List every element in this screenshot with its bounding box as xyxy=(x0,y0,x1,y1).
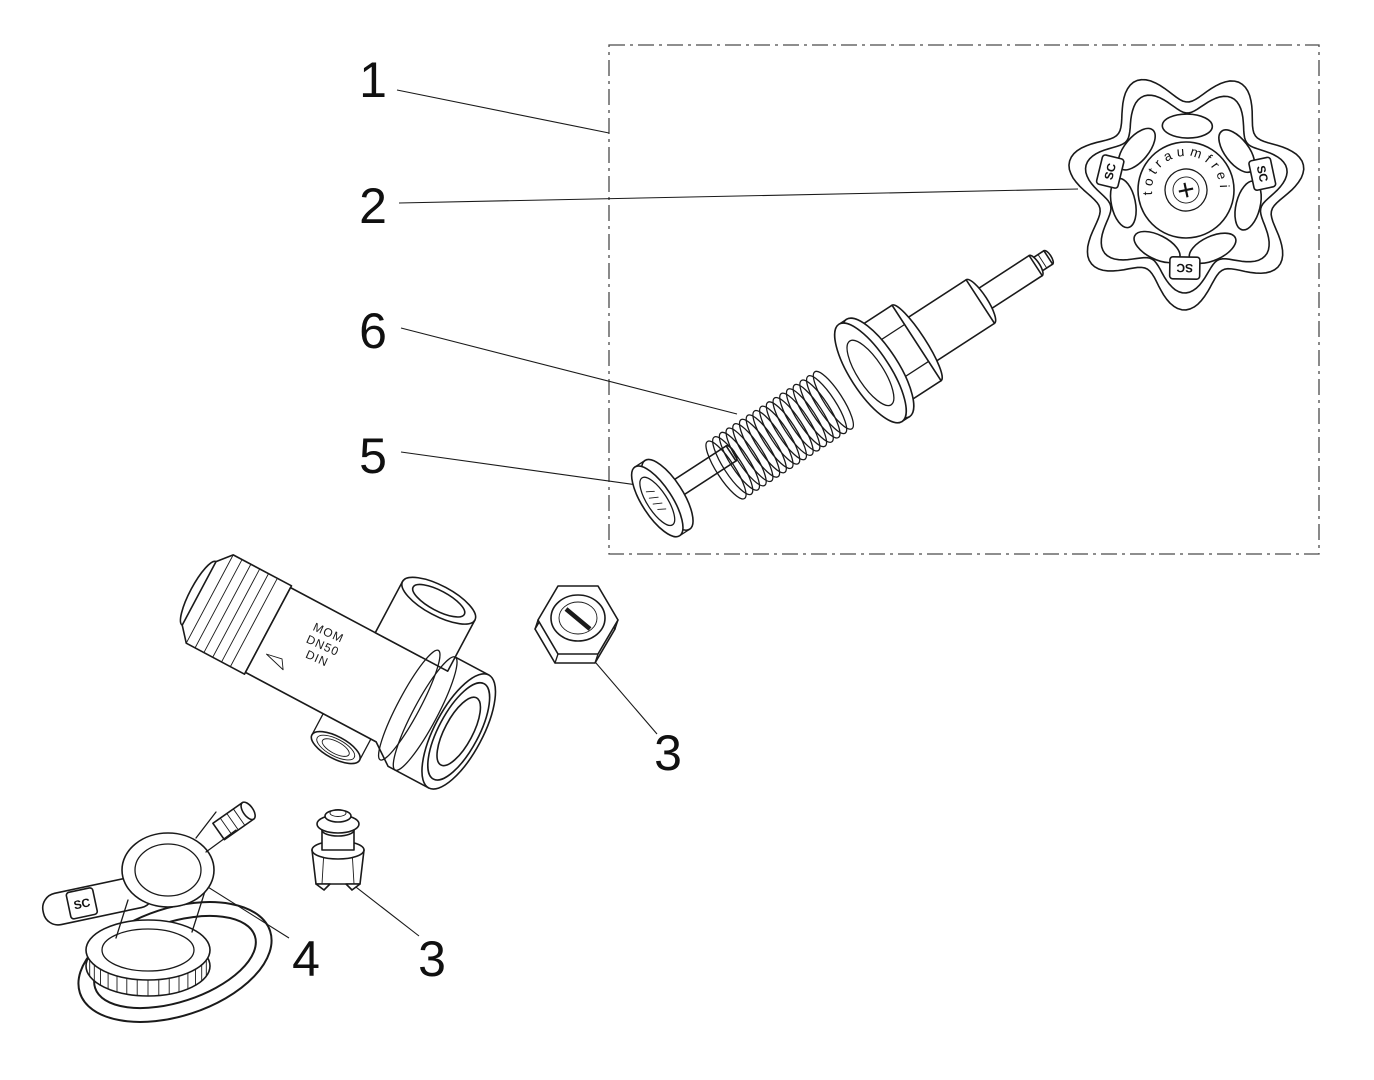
callout-6: 6 xyxy=(359,303,387,359)
body-markings: MOM DN50 DIN xyxy=(303,620,346,670)
callout-4: 4 xyxy=(292,931,320,987)
handwheel-hub xyxy=(1137,141,1235,239)
hex-plug xyxy=(534,585,619,664)
seat-hatch-marks xyxy=(645,490,667,510)
plug-slot xyxy=(564,607,592,631)
brand-logo-icon: SC xyxy=(1095,154,1125,189)
leader-line-5 xyxy=(400,451,653,488)
locking-handle-assembly: SC xyxy=(41,801,273,1023)
spindle-assembly xyxy=(833,249,1055,424)
assembly-boundary-box xyxy=(608,44,1320,555)
brand-logo-icon: SC xyxy=(1248,156,1277,191)
flow-arrow-icon xyxy=(266,653,284,671)
spindle-stub xyxy=(212,801,256,841)
callout-5: 5 xyxy=(359,428,387,484)
callout-1: 1 xyxy=(359,52,387,108)
spindle-flange xyxy=(833,322,908,424)
svg-text:SC: SC xyxy=(1254,164,1271,184)
callout-3-upper: 3 xyxy=(654,725,682,781)
svg-text:SC: SC xyxy=(1101,161,1119,181)
valve-body: MOM DN50 DIN xyxy=(179,554,497,790)
handwheel-spoke-holes xyxy=(1109,113,1263,265)
leader-line-6 xyxy=(400,327,738,415)
valve-seat xyxy=(630,444,738,538)
leader-line-1 xyxy=(396,89,610,134)
svg-text:SC: SC xyxy=(1176,261,1193,275)
leader-line-2 xyxy=(398,188,1079,204)
callout-3-lower: 3 xyxy=(418,931,446,987)
knurled-wheel xyxy=(89,959,207,997)
handwheel: totraumfrei + SC SC SC xyxy=(1068,78,1305,311)
callout-2: 2 xyxy=(359,178,387,234)
leader-line-3-upper xyxy=(589,655,658,735)
sealing-plug xyxy=(311,809,365,891)
brand-logo-icon xyxy=(65,887,99,920)
brand-logo-label: SC xyxy=(72,895,92,912)
leader-line-3-lower xyxy=(351,883,420,937)
brand-logo-icon: SC xyxy=(1168,255,1201,280)
spring xyxy=(705,370,854,500)
